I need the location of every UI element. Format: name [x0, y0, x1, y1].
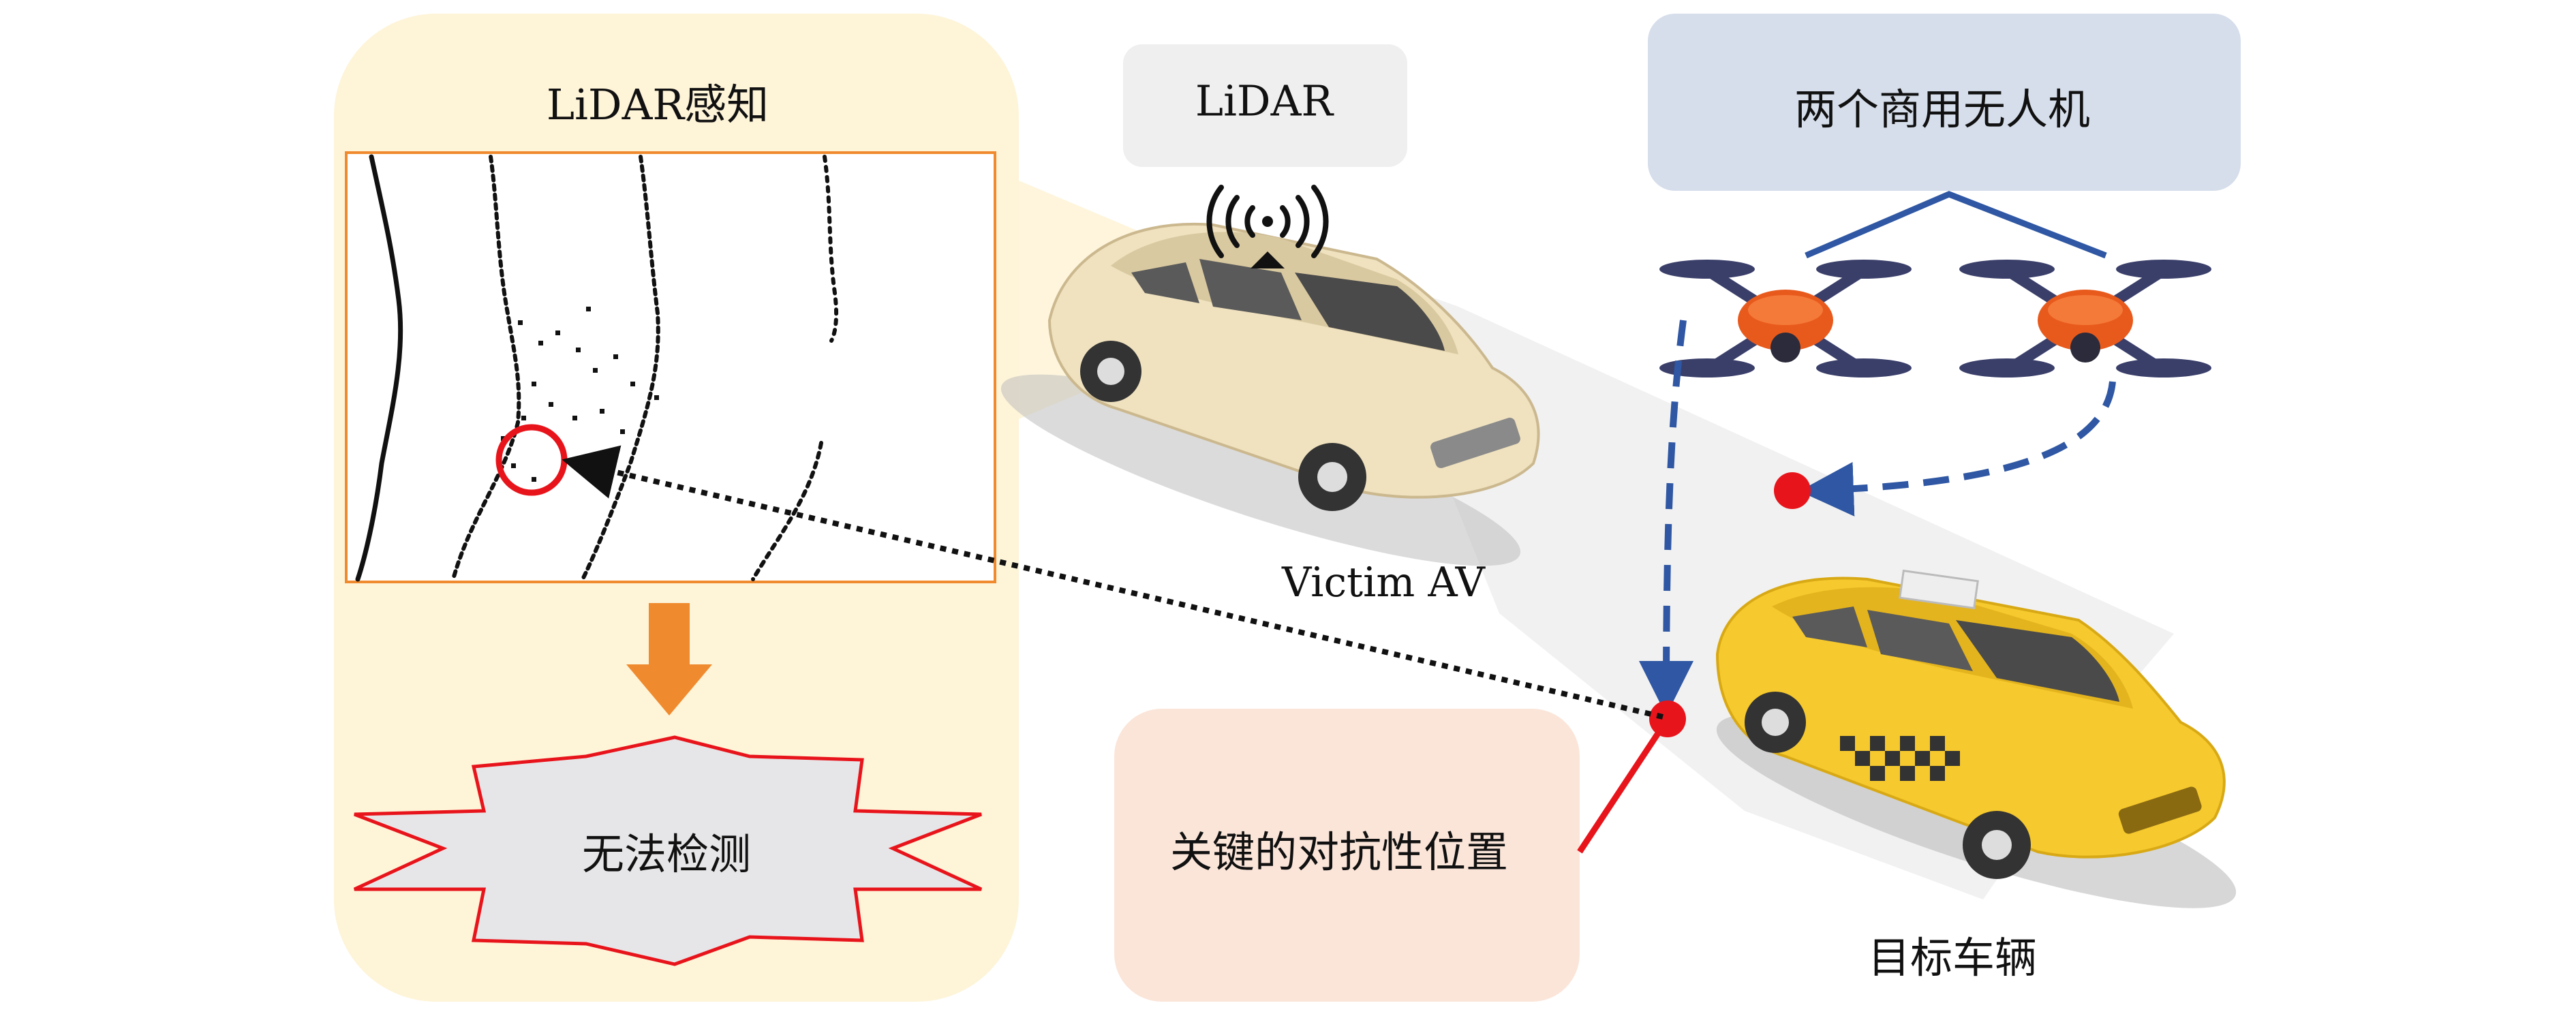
drones-connector	[1805, 191, 2107, 259]
car-icon	[1000, 222, 1540, 566]
target-vehicle-label: 目标车辆	[1867, 933, 2038, 983]
signal-icon	[1206, 185, 1329, 268]
lidar-label: LiDAR	[1195, 76, 1334, 126]
lidar-label-box	[1123, 44, 1407, 167]
point-cloud-view	[345, 151, 996, 583]
undetected-label: 无法检测	[581, 829, 752, 879]
adversarial-point	[1774, 472, 1811, 509]
down-arrow-icon	[626, 603, 712, 715]
drone-icon	[1959, 260, 2211, 378]
spoof-arrow	[562, 445, 1663, 720]
point-cloud-lines	[355, 154, 839, 582]
scattered-points	[501, 307, 659, 482]
drone-path-left	[1639, 320, 1694, 715]
critical-position-label: 关键的对抗性位置	[1169, 827, 1509, 877]
victim-av-label: Victim AV	[1281, 559, 1486, 606]
drones-label-box	[1648, 14, 2241, 191]
critical-position-box	[1114, 709, 1580, 1002]
critical-connector	[1577, 717, 1670, 854]
taxi-icon	[1715, 569, 2237, 908]
drone-path-right	[1799, 381, 2116, 517]
drones-label: 两个商用无人机	[1794, 84, 2091, 134]
lidar-perception-title: LiDAR感知	[546, 80, 769, 129]
drone-icon	[1659, 260, 1912, 378]
burst-shape	[353, 735, 983, 966]
